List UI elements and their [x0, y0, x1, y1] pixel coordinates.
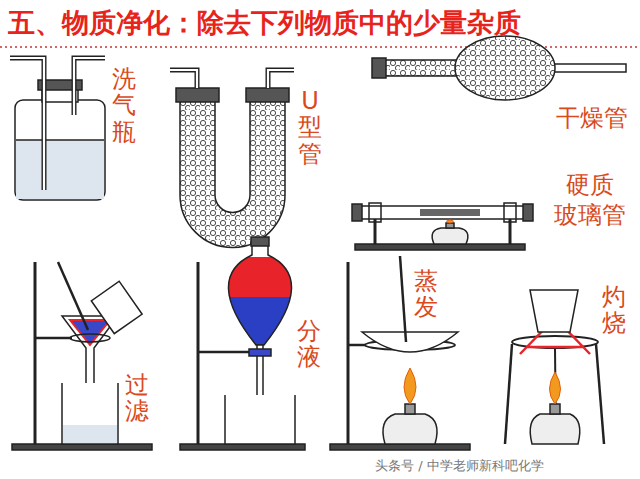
operation-label: 灼烧 [602, 284, 626, 337]
hard-glass-tube [369, 203, 381, 222]
hard-glass-tube [504, 203, 516, 222]
wash-bottle [10, 58, 44, 190]
ignition-setup [530, 414, 580, 444]
u-tube [246, 88, 289, 102]
filtration-setup [70, 320, 110, 345]
ignition-setup [550, 372, 561, 404]
ignition-setup [505, 344, 512, 444]
watermark: 头条号 / 中学老师新科吧化学 [372, 458, 547, 475]
apparatus-label: 硬质 玻璃管 [548, 170, 632, 230]
u-tube [170, 70, 294, 248]
ignition-setup [596, 344, 604, 444]
ignition-setup [530, 290, 578, 332]
ignition-setup [550, 404, 560, 414]
operation-label: 过滤 [125, 372, 149, 425]
u-tube [268, 70, 294, 88]
wash-bottle [74, 58, 105, 115]
u-tube [170, 70, 197, 88]
ignition-setup [505, 290, 604, 444]
drying-tube [384, 60, 464, 76]
filtration-setup [63, 425, 117, 443]
evaporation-setup [348, 344, 366, 347]
separating-funnel-setup [225, 395, 295, 444]
filtration-setup [12, 444, 152, 450]
apparatus-label: 洗气瓶 [112, 66, 136, 145]
hard-glass-tube [420, 209, 480, 216]
filtration-setup [35, 337, 72, 340]
separating-funnel-setup [249, 349, 271, 356]
filtration-setup [70, 334, 110, 342]
wash-bottle [74, 58, 105, 115]
separating-funnel-setup [251, 237, 269, 246]
separating-funnel-setup [228, 245, 291, 345]
evaporation-setup [405, 404, 415, 414]
apparatus-label: U型管 [298, 88, 322, 167]
drying-tube [455, 36, 555, 100]
hard-glass-tube [352, 204, 362, 221]
filtration-setup [62, 383, 118, 444]
evaporation-setup [362, 332, 458, 352]
u-tube [176, 88, 219, 102]
u-tube [170, 70, 197, 88]
hard-glass-tube [360, 206, 525, 219]
wash-bottle [10, 58, 105, 200]
hard-glass-tube [446, 223, 454, 228]
separating-funnel-setup [180, 237, 305, 450]
drying-tube [372, 36, 626, 100]
wash-bottle [10, 58, 44, 190]
apparatus-label: 干燥管 [556, 104, 628, 133]
u-tube [268, 70, 294, 88]
hard-glass-tube [432, 228, 468, 244]
separating-funnel-setup [198, 351, 250, 354]
u-tube [180, 100, 285, 248]
filtration-setup [34, 262, 37, 444]
evaporation-setup [347, 262, 350, 444]
evaporation-setup [404, 368, 416, 404]
evaporation-setup [330, 444, 470, 450]
operation-label: 分液 [297, 318, 321, 371]
hard-glass-tube [352, 203, 533, 250]
hard-glass-tube [447, 220, 454, 223]
evaporation-setup [400, 256, 406, 342]
filtration-setup [91, 281, 142, 333]
wash-bottle [15, 100, 105, 200]
hard-glass-tube [523, 204, 533, 221]
evaporation-setup [330, 256, 470, 450]
evaporation-setup [383, 414, 437, 444]
operation-label: 蒸发 [414, 268, 438, 321]
filtration-setup [12, 262, 152, 450]
slide-title: 五、物质净化：除去下列物质中的少量杂质 [8, 7, 521, 39]
filtration-setup [58, 262, 88, 330]
drying-tube [372, 58, 386, 78]
wash-bottle [16, 140, 104, 199]
wash-bottle [16, 139, 104, 141]
separating-funnel-setup [180, 444, 305, 450]
drying-tube [550, 64, 626, 72]
hard-glass-tube [355, 244, 525, 250]
filtration-setup [91, 281, 142, 333]
